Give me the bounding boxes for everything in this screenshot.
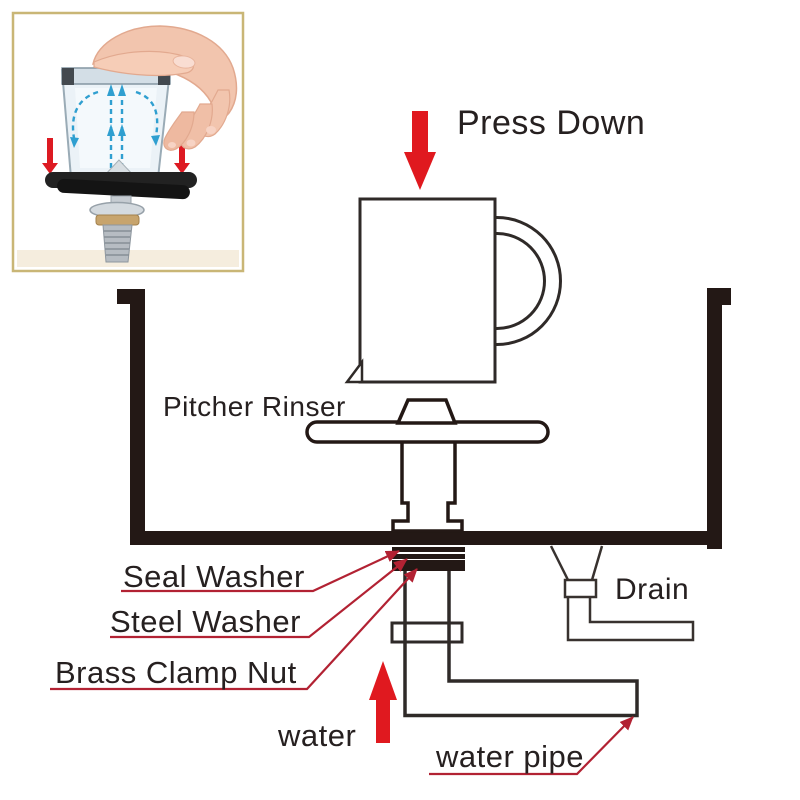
seal-washer-part xyxy=(392,547,465,552)
pitcher-rinser-drawing xyxy=(305,398,550,533)
brass-clamp-nut-leader-icon xyxy=(50,568,418,691)
flow-arrowhead-up-1-icon xyxy=(107,84,115,96)
water-pipe-leader-icon xyxy=(429,716,634,776)
flow-curve-right-icon xyxy=(135,90,159,137)
glass-water xyxy=(75,88,157,168)
sink-right-lip xyxy=(707,288,731,305)
flow-arrowhead-up-3-icon xyxy=(107,124,115,136)
steel-washer-part xyxy=(392,554,465,559)
pitcher-mug-drawing xyxy=(344,197,562,384)
mug-body xyxy=(358,197,497,384)
photo-press-arrow-left-icon xyxy=(42,138,58,174)
drain-pipe xyxy=(566,597,695,642)
fingernail-middle xyxy=(206,126,216,134)
hand-index-finger xyxy=(93,50,195,77)
flow-arrowhead-up-4-icon xyxy=(118,124,126,136)
seal-washer-label: Seal Washer xyxy=(123,559,305,594)
brass-clamp-nut-part xyxy=(392,560,465,571)
water-flow-arrowheads xyxy=(70,84,160,148)
hand xyxy=(92,25,238,151)
washer-stack xyxy=(392,547,465,571)
threaded-shank xyxy=(89,195,145,263)
glass-of-water xyxy=(60,67,172,179)
drain-funnel-right xyxy=(590,545,604,581)
drain-drawing xyxy=(549,545,695,642)
steel-washer-leader-icon xyxy=(110,558,408,639)
drain-funnel-left xyxy=(549,545,570,581)
pitcher-rinser-label: Pitcher Rinser xyxy=(163,391,346,422)
brass-nut-photo xyxy=(95,214,140,226)
press-down-arrow-icon xyxy=(404,111,436,190)
fingernail-index xyxy=(172,55,196,69)
seal-washer-leader-icon xyxy=(121,550,400,593)
fingernail-ring xyxy=(186,139,196,147)
flow-curve-left-icon xyxy=(71,90,99,139)
callout-leaders xyxy=(50,550,634,776)
rinser-star xyxy=(45,159,197,200)
brass-clamp-nut-label: Brass Clamp Nut xyxy=(55,655,297,690)
sink-right-wall xyxy=(707,288,722,549)
photo-press-arrow-right-icon xyxy=(174,138,190,174)
hand-pinky-finger xyxy=(163,111,195,151)
sink-bottom xyxy=(130,531,722,545)
water-up-arrow-icon xyxy=(369,661,397,743)
flow-arrowhead-up-2-icon xyxy=(118,84,126,96)
rinser-star-bar xyxy=(305,420,550,444)
rinser-body xyxy=(391,422,464,533)
drain-nut xyxy=(563,578,598,599)
steel-washer-label: Steel Washer xyxy=(110,604,301,639)
water-pipe-label: water pipe xyxy=(435,739,584,774)
water-label: water xyxy=(277,718,356,753)
product-photo-inset xyxy=(11,11,245,273)
flow-arrowhead-down-left-icon xyxy=(70,137,79,148)
sink-cross-section xyxy=(117,288,731,549)
mug-base-tab xyxy=(344,358,364,384)
rinser-star-spoke-front xyxy=(57,178,190,200)
fingernail-pinky xyxy=(168,142,176,148)
rinser-dome xyxy=(395,398,458,425)
water-pipe-drawing xyxy=(403,571,639,718)
flow-arrowhead-down-right-icon xyxy=(151,135,160,146)
press-down-label: Press Down xyxy=(457,104,645,142)
coupling-nut-drawing xyxy=(390,621,464,644)
drain-label: Drain xyxy=(615,573,689,606)
shank-threads xyxy=(104,230,131,256)
glass-rim-left-edge xyxy=(62,68,74,85)
sink-left-wall xyxy=(130,289,145,543)
